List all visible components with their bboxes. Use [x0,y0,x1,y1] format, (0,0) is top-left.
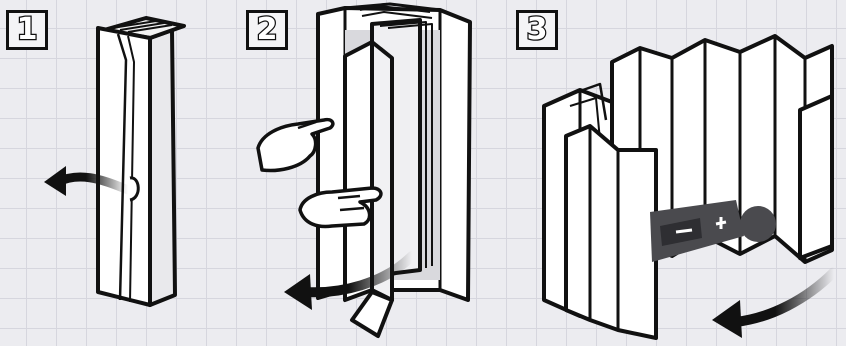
step-3-person-figure [650,200,776,262]
step-2-hands [256,117,383,229]
step-2-unfold-arrow [284,251,417,310]
step-1-folded-screen [96,16,186,307]
step-2-badge: 2 [246,10,288,50]
step-2-unfolding-screen [316,2,472,338]
step-3-standing-screen [542,34,834,340]
step-2-number: 2 [255,12,278,47]
step-1-open-arrow [44,166,133,196]
step-3-badge: 3 [516,10,558,50]
step-3-number: 3 [525,12,548,47]
step-1-badge: 1 [6,10,48,50]
step-3-rotate-arrow [712,267,839,338]
step-1-number: 1 [15,12,38,47]
